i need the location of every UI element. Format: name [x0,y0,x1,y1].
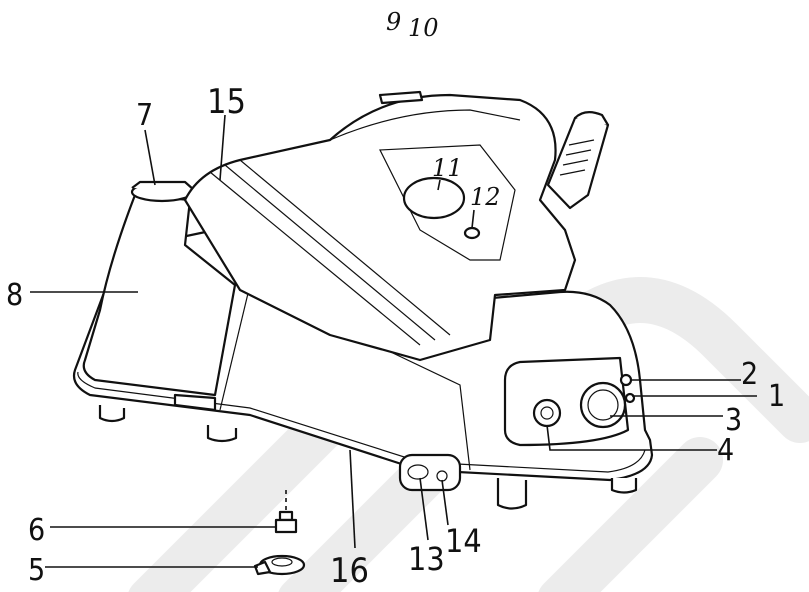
callout-1: 1 [768,379,785,414]
callout-labels: 1 2 3 4 5 6 7 8 9 10 11 12 13 14 15 16 [6,8,785,591]
control-panel [503,356,636,447]
small-parts [253,490,306,576]
callout-8: 8 [6,278,23,313]
water-tank [82,193,237,412]
callout-6: 6 [28,513,45,548]
callout-16: 16 [330,551,369,591]
callout-2: 2 [741,357,758,392]
callout-5: 5 [28,553,45,588]
callout-3: 3 [725,403,742,438]
callout-13: 13 [408,540,445,578]
callout-4: 4 [717,433,734,468]
callout-14: 14 [445,522,482,560]
callout-11: 11 [432,154,463,182]
iron [183,90,610,362]
callout-7: 7 [136,98,153,133]
callout-10: 10 [408,14,439,42]
leader-lines [30,114,757,568]
callout-15: 15 [207,82,246,122]
callout-9: 9 [386,8,401,36]
callout-12: 12 [470,183,501,211]
tank-cap [130,180,195,203]
cord-storage [398,453,462,492]
